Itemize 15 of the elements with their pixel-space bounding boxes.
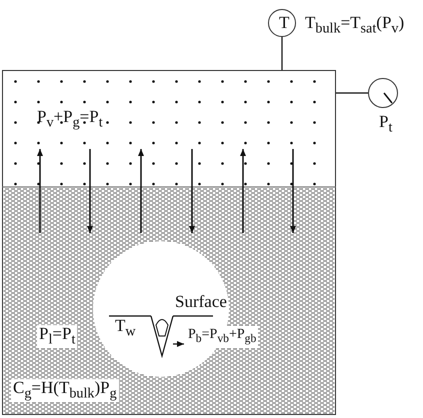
equation-label: P$_{l}$=P$_{t}$	[37, 325, 78, 348]
equation-label: T$_{bulk}$=T$_{sat}$(P$_{v}$)	[304, 14, 406, 38]
thermometer-letter: T	[278, 14, 290, 32]
equation-label: P$_{b}$=P$_{vb}$+P$_{gb}$	[186, 326, 258, 348]
tank	[2, 70, 336, 415]
wall-temperature-label: T$_{w}$	[114, 317, 137, 340]
pressure-gauge	[368, 78, 398, 108]
connector-line	[281, 37, 283, 70]
equation-label: P$_{v}$+P$_{g}$=P$_{t}$	[36, 108, 104, 132]
connector-line	[336, 92, 368, 94]
surface-label: Surface	[174, 293, 228, 311]
leader-arrow	[173, 341, 184, 347]
equation-label: C$_{g}$=H(T$_{bulk}$)P$_{g}$	[11, 379, 119, 402]
thermometer-circle	[268, 9, 296, 37]
pressure-label: P$_{t}$	[378, 113, 394, 136]
